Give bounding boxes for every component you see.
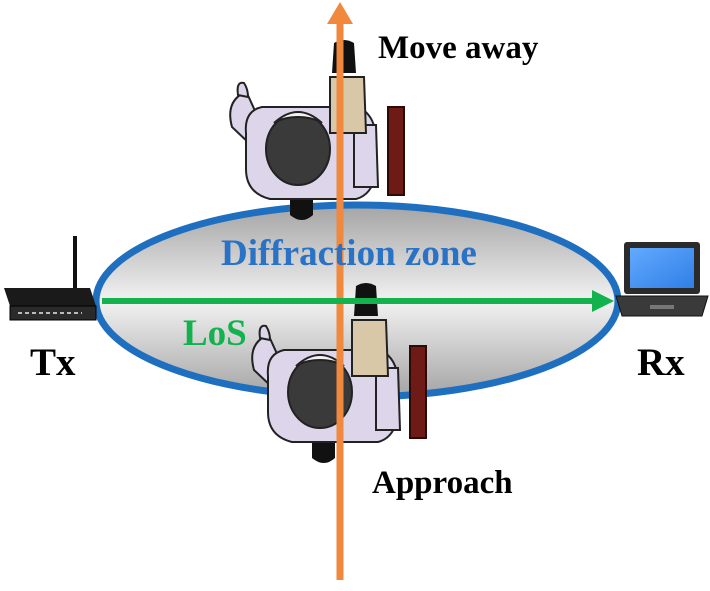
los-label: LoS (183, 313, 247, 354)
router-icon (4, 236, 97, 321)
wall-panel-icon (409, 345, 427, 439)
person-moving-away (229, 39, 405, 221)
wall-panel-icon (387, 106, 405, 196)
person-approaching (251, 282, 427, 464)
rx-label: Rx (637, 341, 685, 384)
laptop-icon (615, 242, 709, 317)
approach-label: Approach (372, 465, 513, 501)
los-arrowhead (592, 290, 614, 312)
move-away-label: Move away (378, 30, 539, 66)
tx-label: Tx (30, 341, 76, 384)
movement-path-arrowhead (327, 2, 353, 24)
diffraction-zone-label: Diffraction zone (221, 233, 477, 274)
